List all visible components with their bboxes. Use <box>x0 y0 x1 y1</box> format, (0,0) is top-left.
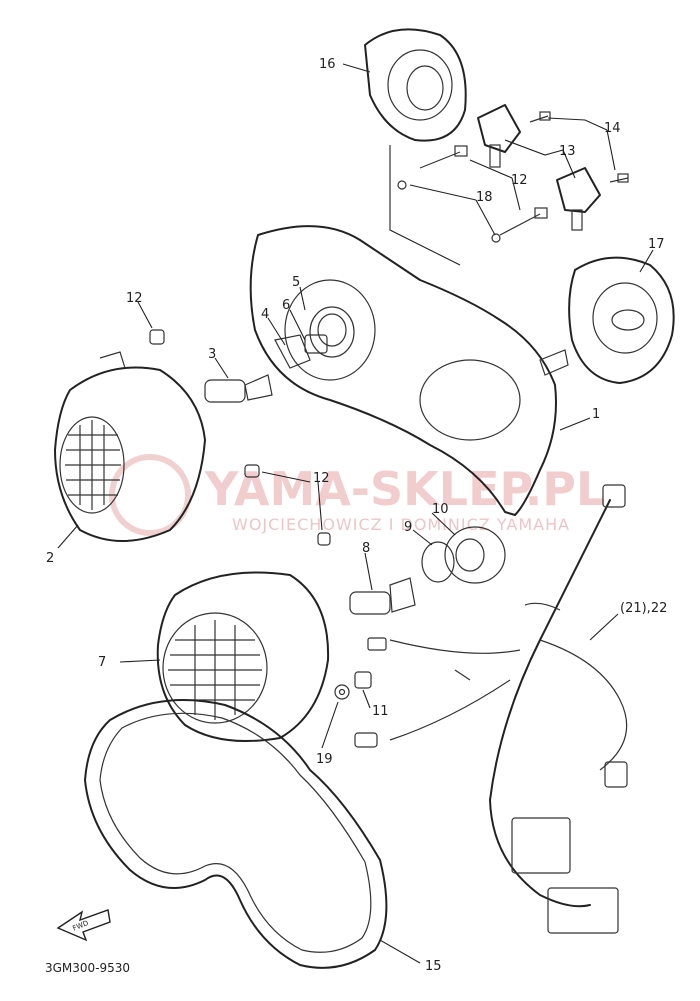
callout-3: 3 <box>208 347 216 362</box>
callout-9: 9 <box>404 520 412 535</box>
part-17-upper-bracket <box>364 28 467 142</box>
callout-16: 15 <box>425 959 442 974</box>
callout-15: 14 <box>604 121 621 136</box>
part-5-socket <box>317 313 347 347</box>
callout-4: 4 <box>261 307 269 322</box>
callout-1: 1 <box>592 407 600 422</box>
lens-grid-icon <box>168 620 262 720</box>
part-9-seal <box>421 541 455 583</box>
callout-5: 5 <box>292 275 300 290</box>
callout-20: 19 <box>316 752 333 767</box>
part-2-left-headlight <box>54 351 206 542</box>
callout-8: 8 <box>362 541 370 556</box>
callout-19: 18 <box>476 190 493 205</box>
part-12-screw-upper <box>149 329 165 345</box>
part-15-screws <box>529 111 629 183</box>
part-19-washers <box>397 180 501 243</box>
diagram-code: 3GM300-9530 <box>45 961 130 975</box>
callout-labels: 16 14 13 12 18 17 5 6 4 12 3 1 12 10 9 2… <box>46 57 667 974</box>
part-4-clip <box>274 334 311 369</box>
part-8-bulb <box>349 577 416 615</box>
part-18-right-bracket <box>568 256 675 384</box>
callout-2: 2 <box>46 551 54 566</box>
part-13-bolts <box>419 145 548 236</box>
part-10-socket <box>444 526 506 584</box>
callout-10: 10 <box>432 502 449 517</box>
part-11-grommet <box>354 671 372 689</box>
part-12-screws-lower <box>244 464 331 546</box>
part-6-bulb-holder <box>304 334 328 354</box>
callout-12-lower-label: 12 <box>313 471 330 486</box>
callout-21-22: (21),22 <box>620 601 667 616</box>
part-14-mount-bracket <box>477 104 601 231</box>
watermark-title: YAMA-SKLEP.PL <box>204 462 605 516</box>
fwd-arrow-icon: FWD <box>56 909 111 942</box>
wire-harness <box>354 484 628 934</box>
callout-6: 6 <box>282 298 290 313</box>
callout-14: 13 <box>559 144 576 159</box>
part-20-washer <box>334 684 350 700</box>
callout-12-upper: 12 <box>126 291 143 306</box>
part-3-bulb <box>204 374 273 403</box>
leader-lines <box>57 63 654 964</box>
callout-13: 12 <box>511 173 528 188</box>
part-16-bezel <box>84 699 388 969</box>
part-1-housing <box>249 225 569 516</box>
watermark: YAMA-SKLEP.PL WOJCIECHOWICZ I DOMINICZ Y… <box>109 454 605 536</box>
callout-17: 16 <box>319 57 336 72</box>
callout-18: 17 <box>648 237 665 252</box>
watermark-subtitle: WOJCIECHOWICZ I DOMINICZ YAMAHA <box>232 515 570 534</box>
callout-11: 11 <box>372 704 389 719</box>
callout-7: 7 <box>98 655 106 670</box>
lens-grid-icon <box>65 420 121 510</box>
part-7-right-headlight <box>156 571 330 742</box>
